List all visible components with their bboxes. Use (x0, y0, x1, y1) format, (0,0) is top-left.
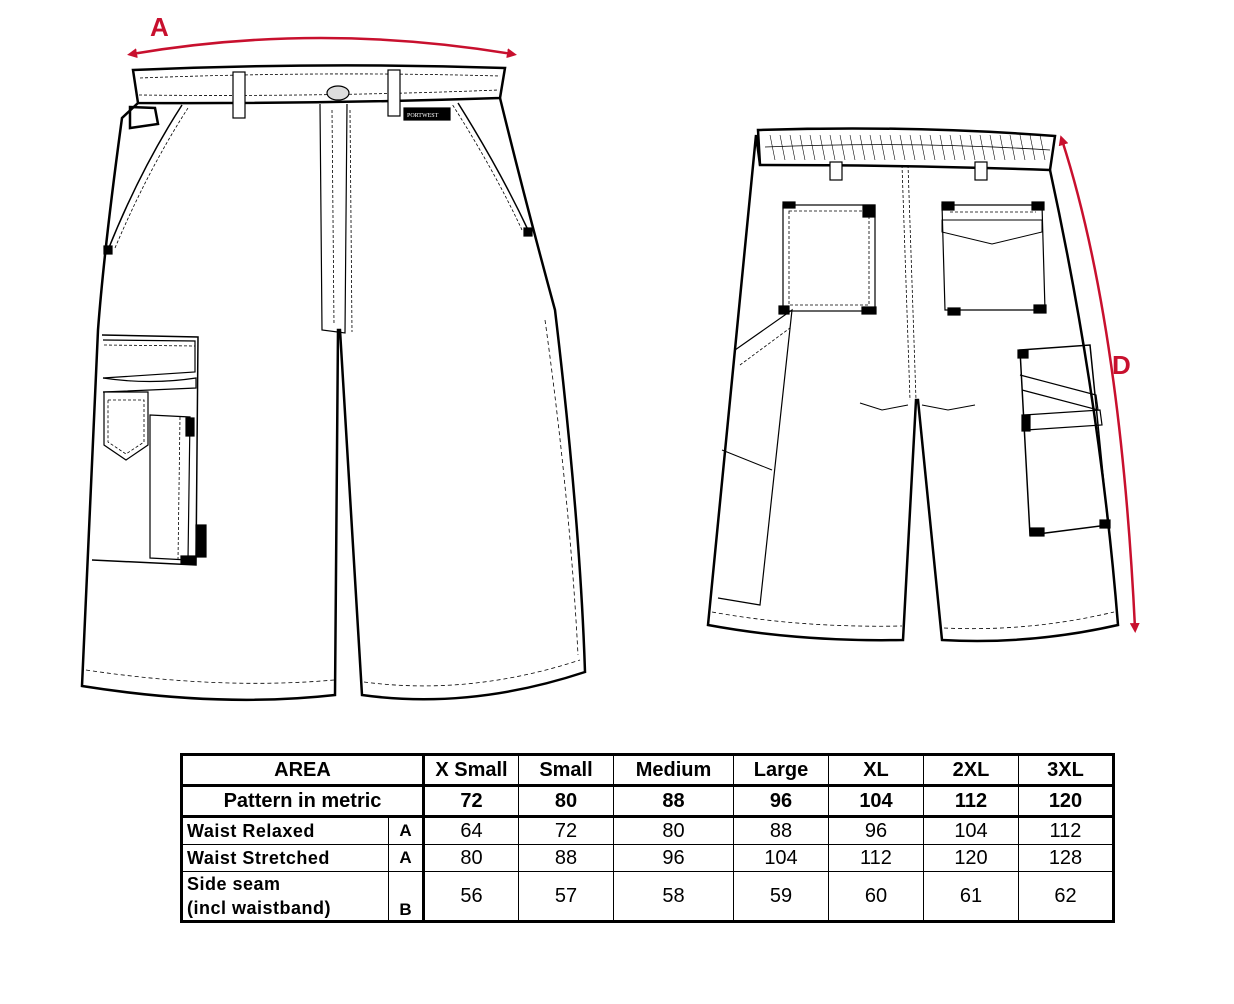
size-chart-table: AREA X Small Small Medium Large XL 2XL 3… (180, 753, 1115, 923)
size-header: 3XL (1018, 754, 1114, 787)
measurement-value: 61 (923, 871, 1019, 922)
pattern-value: 72 (423, 785, 519, 818)
measurement-code: A (388, 816, 425, 845)
measurement-value: 62 (1018, 871, 1114, 922)
measurement-code: A (388, 844, 425, 872)
measurement-value: 80 (423, 844, 519, 872)
measure-a-arrow (127, 36, 517, 59)
d-ring (128, 105, 160, 130)
pattern-value: 96 (733, 785, 829, 818)
measurement-value: 104 (923, 816, 1019, 845)
front-brand-label (403, 107, 451, 121)
front-outline (80, 97, 587, 702)
back-pocket-right (941, 204, 1046, 311)
belt-loop-left (232, 71, 246, 119)
pattern-value: 112 (923, 785, 1019, 818)
measurement-value: 112 (828, 844, 924, 872)
measurement-label-line1: Side seam (187, 874, 281, 894)
shorts-technical-drawing: PORTWEST A (80, 12, 1140, 702)
measurement-value: 96 (828, 816, 924, 845)
front-view (80, 64, 587, 702)
front-brand-text: PORTWEST (407, 113, 439, 119)
back-view (706, 127, 1120, 643)
pattern-value: 80 (518, 785, 614, 818)
front-waistband (131, 64, 507, 105)
front-cargo-pocket (91, 334, 199, 566)
size-header: Small (518, 754, 614, 787)
table-row: Waist Relaxed A 64 72 80 88 96 104 112 (181, 816, 1114, 845)
back-cargo-pocket (1019, 344, 1109, 536)
measurement-value: 88 (518, 844, 614, 872)
measurement-value: 88 (733, 816, 829, 845)
size-header: 2XL (923, 754, 1019, 787)
header-row-pattern: Pattern in metric 72 80 88 96 104 112 12… (181, 785, 1114, 818)
measurement-value: 64 (423, 816, 519, 845)
pattern-value: 104 (828, 785, 924, 818)
measurement-value: 104 (733, 844, 829, 872)
size-header: Large (733, 754, 829, 787)
measure-d: D (1058, 135, 1140, 633)
measurement-value: 59 (733, 871, 829, 922)
area-header: AREA (181, 754, 425, 787)
measure-d-arrow (1058, 135, 1140, 633)
pattern-label: Pattern in metric (181, 785, 425, 818)
pattern-value: 120 (1018, 785, 1114, 818)
measurement-value: 60 (828, 871, 924, 922)
size-header: X Small (423, 754, 519, 787)
back-outline (706, 134, 1120, 643)
size-header: Medium (613, 754, 734, 787)
label-a: A (150, 12, 169, 42)
measurement-label-line2: (incl waistband) (187, 898, 332, 918)
measurement-value: 120 (923, 844, 1019, 872)
belt-loop-right (387, 69, 401, 117)
pattern-value: 88 (613, 785, 734, 818)
measurement-value: 112 (1018, 816, 1114, 845)
measurement-value: 72 (518, 816, 614, 845)
measure-a: A (127, 12, 517, 59)
measurement-value: 128 (1018, 844, 1114, 872)
back-pocket-left (782, 204, 876, 312)
table-row: Waist Stretched A 80 88 96 104 112 120 1… (181, 844, 1114, 872)
measurement-label: Waist Relaxed (181, 816, 389, 845)
measurement-value: 80 (613, 816, 734, 845)
table-row: Side seam(incl waistband) B 56 57 58 59 … (181, 871, 1114, 922)
measurement-label: Waist Stretched (181, 844, 389, 872)
measurement-code: B (388, 871, 425, 922)
measurement-value: 57 (518, 871, 614, 922)
front-button (326, 85, 350, 101)
measurement-value: 58 (613, 871, 734, 922)
size-header: XL (828, 754, 924, 787)
measurement-value: 96 (613, 844, 734, 872)
measurement-label: Side seam (incl waistband) (181, 871, 389, 922)
measurement-value: 56 (423, 871, 519, 922)
label-d: D (1112, 350, 1131, 380)
header-row-sizes: AREA X Small Small Medium Large XL 2XL 3… (181, 754, 1114, 787)
